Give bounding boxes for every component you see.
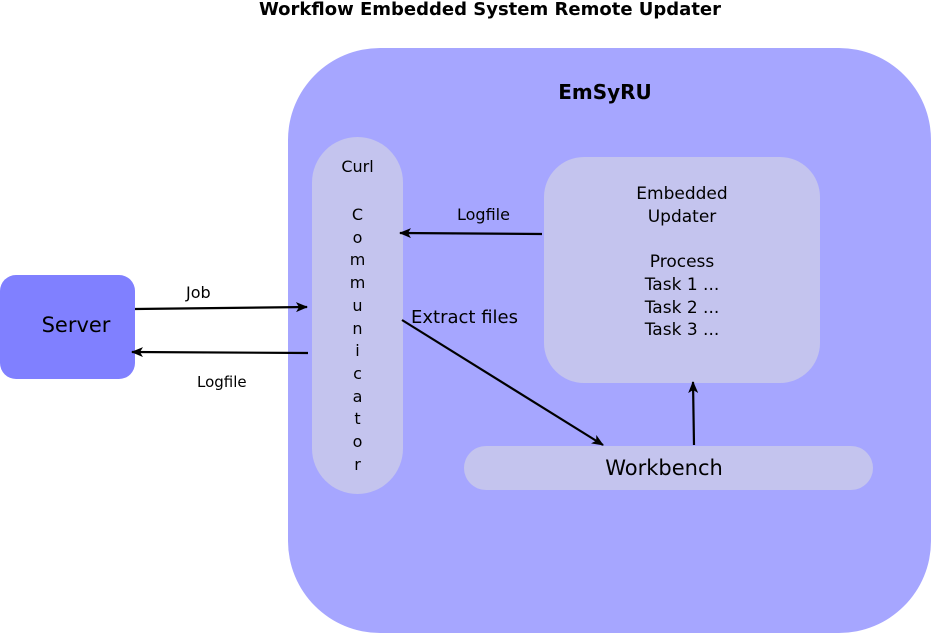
logfile-to-curl-label: Logfile [457,205,510,224]
updater-line: Task 3 ... [644,320,720,341]
communicator-letter: r [354,454,361,474]
communicator-letter: t [354,409,361,429]
curl-label: Curl [341,157,374,176]
communicator-vertical-label: C o m m u n i c a t o r [312,204,403,476]
emsyru-label: EmSyRU [558,80,652,104]
extract-files-arrow [401,319,604,446]
extract-files-label: Extract files [411,307,518,328]
logfile-to-server-label: Logfile [197,373,247,391]
curl-communicator-node [312,137,403,494]
updater-line: Process [649,252,715,273]
embedded-updater-text: Embedded Updater Process Task 1 ... Task… [544,183,820,342]
updater-line: Task 2 ... [644,297,720,318]
communicator-letter: c [353,363,362,383]
communicator-letter: m [349,250,366,270]
communicator-letter: n [352,318,363,338]
communicator-letter: C [351,205,364,224]
server-node [0,275,135,379]
workbench-to-updater-arrow [688,381,699,446]
communicator-letter: o [352,432,363,452]
job-arrow [134,302,308,313]
logfile-to-curl-arrow [399,228,543,239]
workbench-label: Workbench [605,456,723,480]
diagram-title: Workflow Embedded System Remote Updater [258,0,722,20]
updater-line: Embedded [636,184,728,204]
updater-line: Updater [647,206,717,227]
updater-line: Task 1 ... [644,274,720,295]
communicator-letter: i [355,341,360,361]
job-label: Job [186,283,211,302]
logfile-to-server-arrow [131,347,309,358]
workbench-node [464,446,873,490]
communicator-letter: m [349,273,366,293]
communicator-letter: a [352,386,363,406]
embedded-updater-node [544,157,820,383]
communicator-letter: u [352,295,363,315]
server-label: Server [41,313,111,337]
communicator-letter: o [352,227,363,247]
